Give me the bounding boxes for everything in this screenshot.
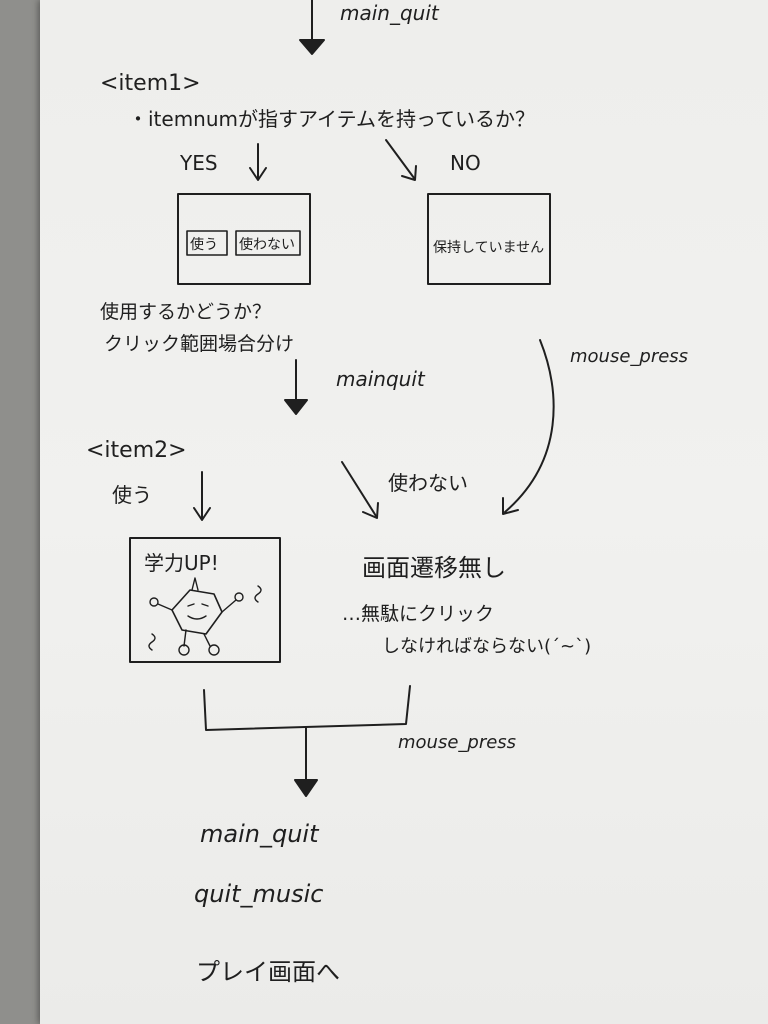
notebook-page	[40, 0, 768, 1024]
use-button-box	[186, 230, 228, 256]
arrow-not-use	[341, 461, 379, 519]
end-step-main-quit: main_quit	[200, 820, 320, 848]
end-step-quit-music: quit_music	[194, 880, 323, 908]
arrow-mainquit	[284, 359, 308, 415]
item1-note-line-1: 使用するかどうか？	[100, 301, 271, 323]
edge-label-mouse-press-bottom: mouse_press	[398, 732, 516, 753]
item2-not-use-label: 使わない	[388, 471, 468, 495]
item2-use-label: 使う	[112, 483, 152, 507]
edge-label-main-quit-top: main_quit	[340, 1, 440, 25]
arrow-top	[299, 0, 325, 55]
yes-label: YES	[179, 151, 218, 175]
end-step-play-screen: プレイ画面へ	[196, 958, 340, 986]
item1-note-line-2: クリック範囲場合分け	[104, 333, 294, 355]
no-label: NO	[450, 151, 481, 175]
character-doodle	[148, 577, 262, 656]
not-use-button-box	[235, 230, 301, 256]
merge-bracket	[203, 685, 411, 797]
item2-note-line-1: …無駄にクリック	[342, 603, 494, 625]
yes-screen-box	[177, 193, 311, 285]
power-up-text: 学力UP!	[144, 551, 219, 575]
no-box-message: 保持していません	[433, 240, 544, 256]
power-up-screen-box	[129, 537, 281, 663]
edge-label-mainquit: mainquit	[336, 367, 426, 391]
arrow-use	[193, 471, 211, 521]
arrow-yes	[249, 143, 267, 181]
no-transition-text: 画面遷移無し	[362, 554, 506, 582]
not-use-button: 使わない	[239, 236, 295, 253]
item2-note-line-2: しなければならない(´~`)	[382, 636, 591, 657]
edge-label-mouse-press-right: mouse_press	[570, 346, 688, 367]
item1-heading: <item1>	[100, 71, 201, 96]
no-screen-box	[427, 193, 551, 285]
item2-heading: <item2>	[86, 438, 187, 463]
item1-question: ・itemnumが指すアイテムを持っているか？	[128, 107, 535, 131]
arrow-mouse-press-right	[502, 339, 555, 515]
use-button: 使う	[190, 236, 218, 253]
arrow-no	[385, 139, 417, 181]
